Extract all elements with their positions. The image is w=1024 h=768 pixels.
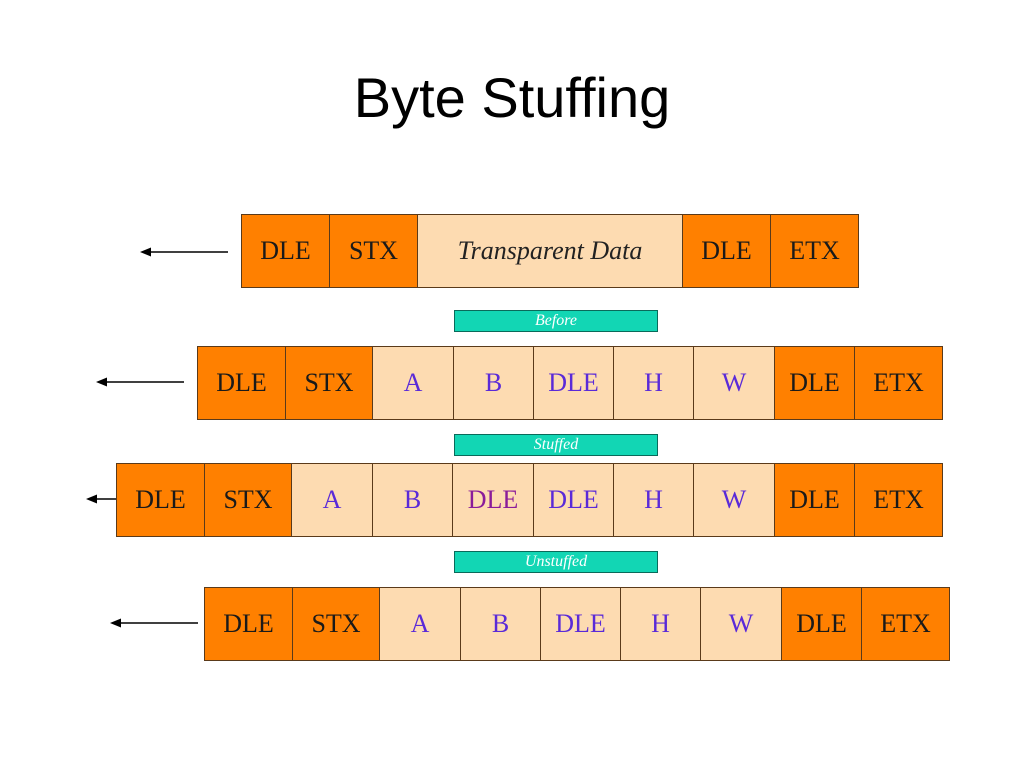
- byte-cell-etx: ETX: [854, 463, 943, 537]
- byte-cell-stx: STX: [285, 346, 373, 420]
- byte-cell-w: W: [693, 463, 775, 537]
- stage-label-unstuffed: Unstuffed: [454, 551, 658, 573]
- frame-row-before: DLE STX A B DLE H W DLE ETX: [197, 346, 943, 420]
- stage-label-stuffed: Stuffed: [454, 434, 658, 456]
- byte-cell-dle: DLE: [533, 463, 614, 537]
- byte-cell-dle: DLE: [774, 346, 855, 420]
- byte-cell-h: H: [620, 587, 701, 661]
- slide-title: Byte Stuffing: [353, 66, 671, 129]
- arrow-left-icon: [96, 377, 184, 387]
- byte-cell-dle: DLE: [540, 587, 621, 661]
- byte-cell-etx: ETX: [861, 587, 950, 661]
- byte-cell-etx: ETX: [770, 214, 859, 288]
- byte-cell-etx: ETX: [854, 346, 943, 420]
- stage-label-before: Before: [454, 310, 658, 332]
- byte-cell-dle: DLE: [204, 587, 293, 661]
- byte-cell-h: H: [613, 463, 694, 537]
- byte-cell-stuffed-dle: DLE: [452, 463, 534, 537]
- byte-cell-b: B: [372, 463, 453, 537]
- frame-row-unstuffed: DLE STX A B DLE H W DLE ETX: [204, 587, 950, 661]
- byte-cell-dle: DLE: [781, 587, 862, 661]
- byte-cell-dle: DLE: [116, 463, 205, 537]
- byte-cell-dle: DLE: [682, 214, 771, 288]
- byte-cell-dle: DLE: [197, 346, 286, 420]
- byte-cell-dle: DLE: [241, 214, 330, 288]
- arrow-left-icon: [140, 247, 228, 257]
- frame-row-stuffed: DLE STX A B DLE DLE H W DLE ETX: [116, 463, 943, 537]
- byte-cell-h: H: [613, 346, 694, 420]
- byte-cell-a: A: [291, 463, 373, 537]
- frame-row-format: DLE STX Transparent Data DLE ETX: [241, 214, 859, 288]
- byte-cell-transparent-data: Transparent Data: [417, 214, 683, 288]
- byte-cell-dle: DLE: [774, 463, 855, 537]
- byte-cell-w: W: [693, 346, 775, 420]
- byte-cell-w: W: [700, 587, 782, 661]
- byte-cell-dle: DLE: [533, 346, 614, 420]
- byte-cell-a: A: [379, 587, 461, 661]
- byte-cell-stx: STX: [329, 214, 418, 288]
- arrow-left-icon: [110, 618, 198, 628]
- byte-cell-a: A: [372, 346, 454, 420]
- byte-cell-stx: STX: [292, 587, 380, 661]
- byte-cell-b: B: [460, 587, 541, 661]
- byte-cell-b: B: [453, 346, 534, 420]
- byte-cell-stx: STX: [204, 463, 292, 537]
- arrow-left-icon: [86, 494, 117, 504]
